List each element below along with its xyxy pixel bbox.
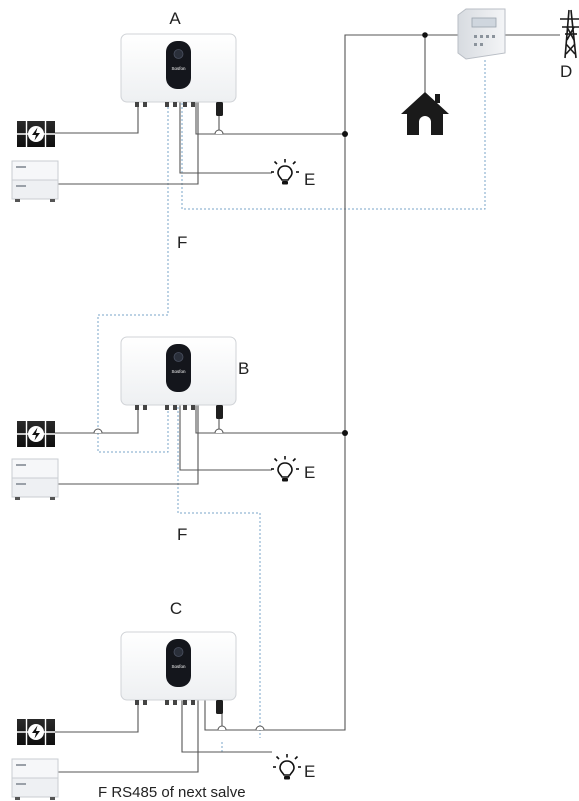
power-wiring bbox=[55, 34, 560, 773]
comm-bc-label: F bbox=[177, 525, 187, 544]
comm-next-slave-label: F RS485 of next salve bbox=[98, 784, 246, 801]
battery-icon bbox=[11, 458, 59, 501]
battery-icon bbox=[11, 758, 59, 801]
inverter-icon bbox=[120, 631, 237, 715]
inverter-a-label: A bbox=[169, 9, 181, 28]
load-a-label: E bbox=[304, 170, 315, 189]
solar-panel-icon bbox=[16, 718, 56, 746]
inverter-icon bbox=[120, 336, 237, 420]
inverter-a-brand: Sosfon bbox=[171, 66, 186, 71]
inverter-c-label: C bbox=[170, 599, 182, 618]
solar-panel-icon bbox=[16, 120, 56, 148]
light-bulb-icon bbox=[270, 455, 300, 483]
power-tower-icon bbox=[560, 9, 579, 59]
battery-icon bbox=[11, 160, 59, 203]
rs485-communication-lines bbox=[97, 58, 486, 752]
light-bulb-icon bbox=[270, 158, 300, 186]
light-bulb-icon bbox=[272, 753, 302, 781]
solar-panel-icon bbox=[16, 420, 56, 448]
inverter-icon bbox=[120, 33, 237, 117]
inverter-c-brand: Sosfon bbox=[171, 664, 186, 669]
inverter-b: Sosfon bbox=[120, 336, 237, 420]
comm-ab-label: F bbox=[177, 233, 187, 252]
wire-junctions bbox=[342, 32, 428, 436]
inverter-b-brand: Sosfon bbox=[171, 369, 186, 374]
inverter-b-label: B bbox=[238, 359, 249, 378]
wire-crossings bbox=[93, 129, 265, 731]
inverter-c: Sosfon bbox=[120, 631, 237, 715]
grid-label: D bbox=[560, 62, 572, 81]
inverter-a: Sosfon bbox=[120, 33, 237, 117]
energy-meter-icon bbox=[457, 8, 506, 60]
load-b-label: E bbox=[304, 463, 315, 482]
house-icon bbox=[401, 92, 449, 135]
load-c-label: E bbox=[304, 762, 315, 781]
